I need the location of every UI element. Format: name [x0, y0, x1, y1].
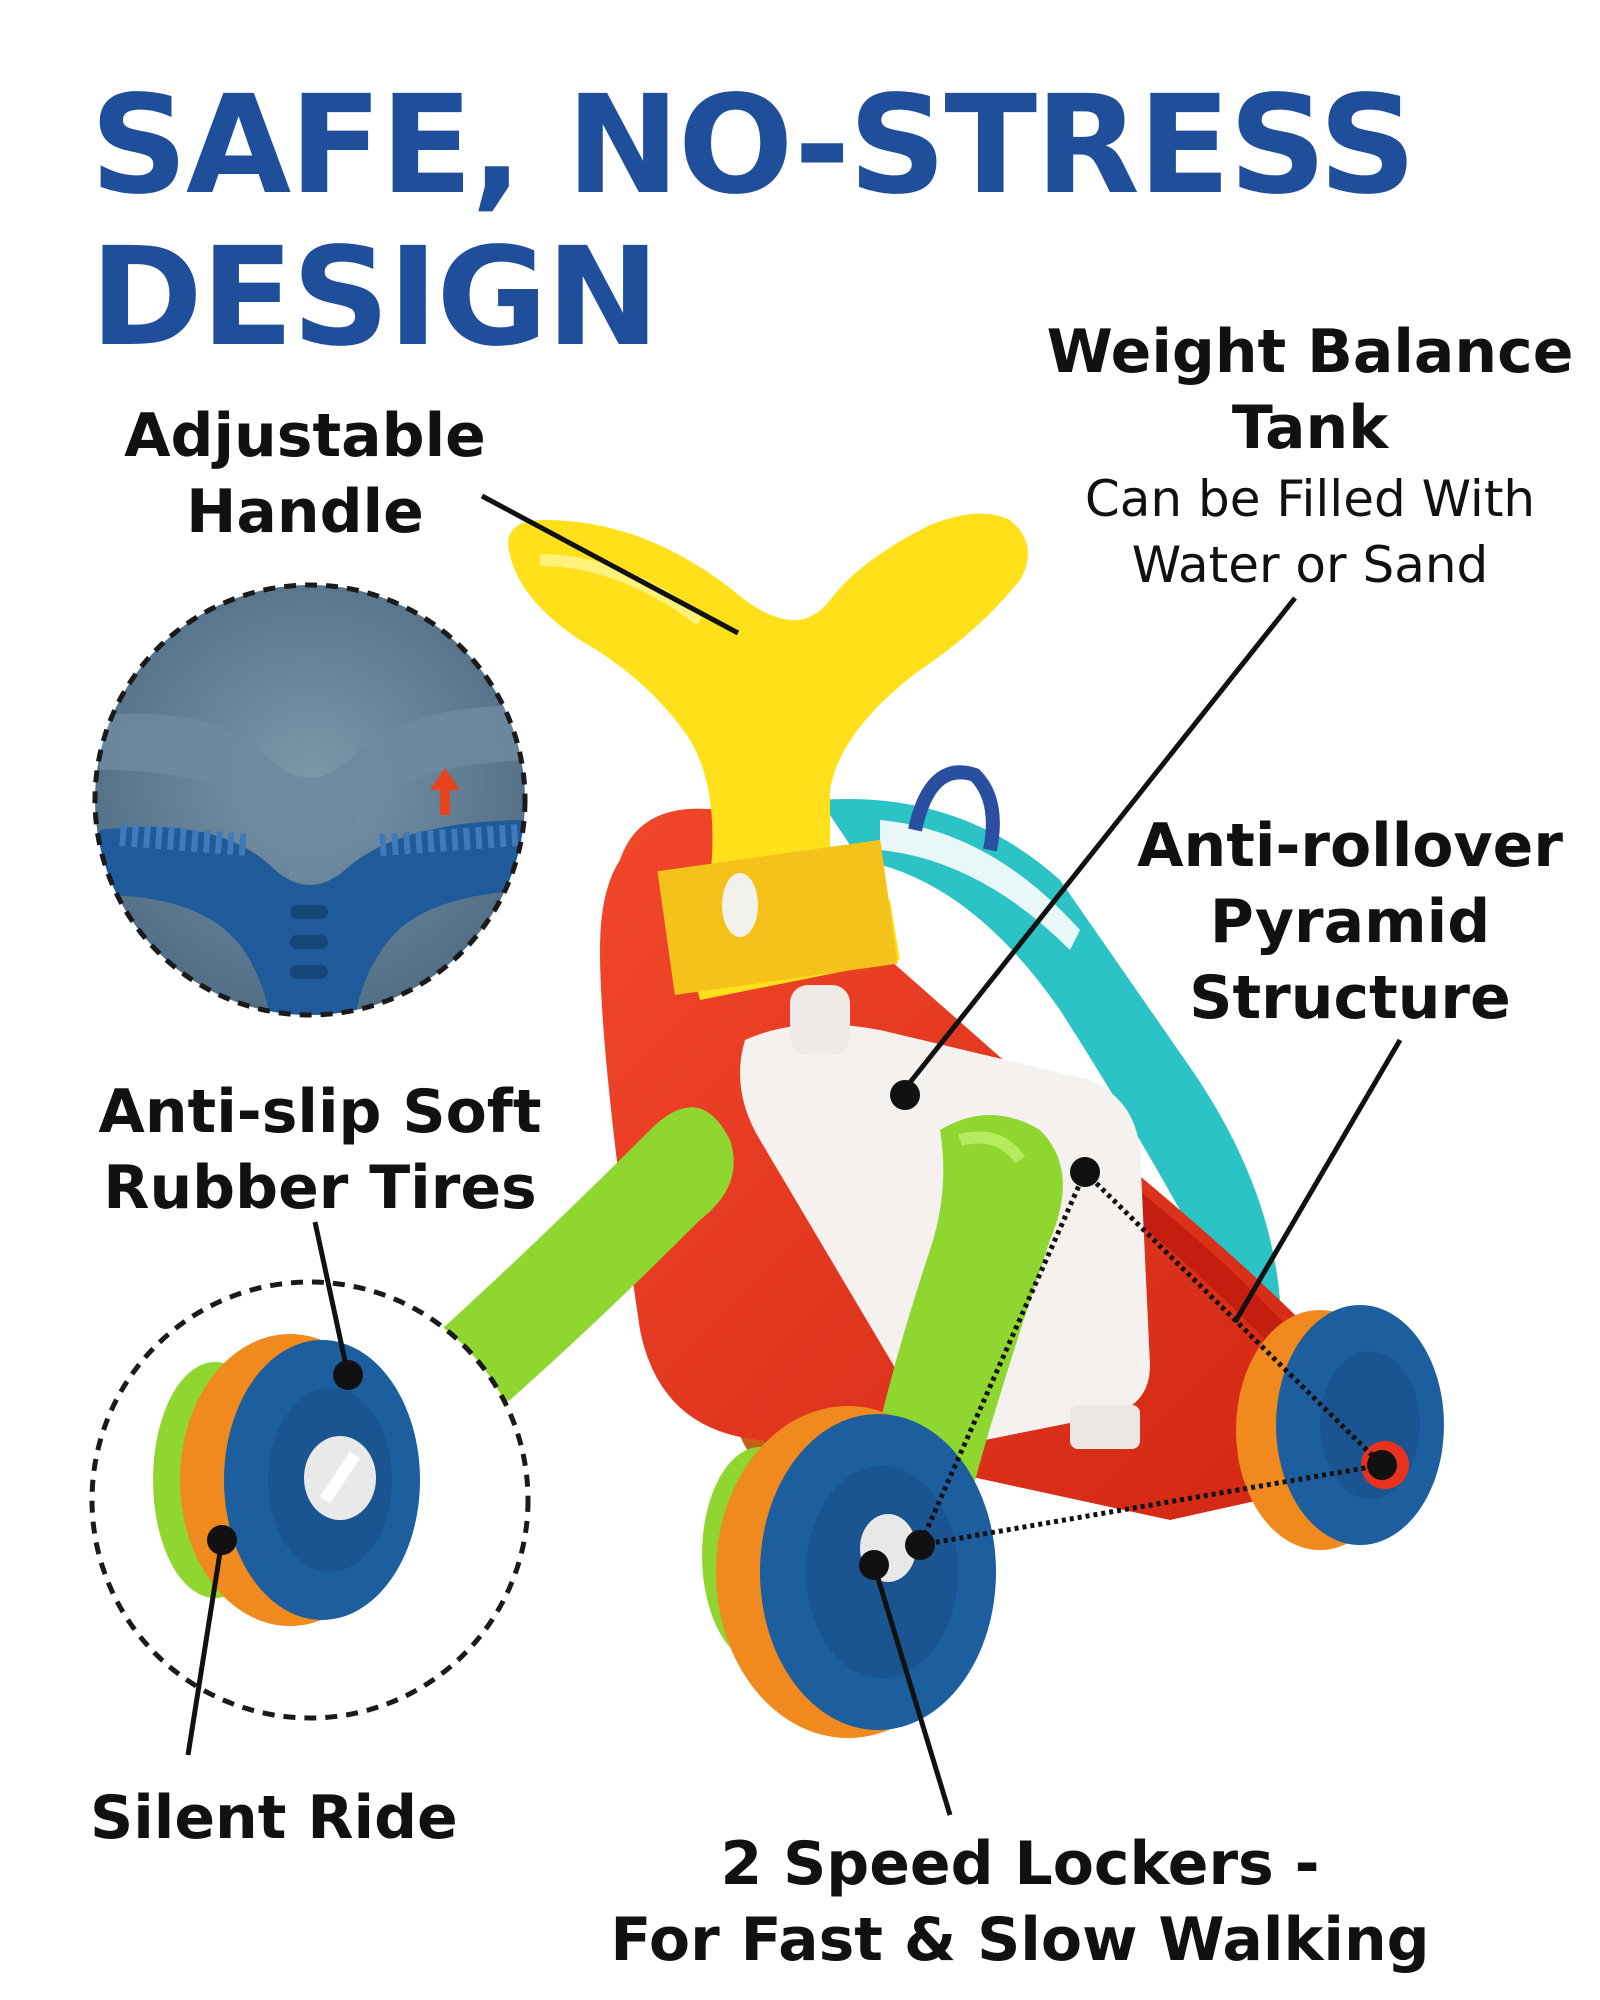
callout-tank-sub-1: Can be Filled With [1084, 470, 1536, 528]
walker-toy [430, 513, 1444, 1738]
headline: SAFE, NO-STRESS DESIGN [90, 67, 1417, 377]
callout-tires-line-1: Anti-slip Soft [98, 1077, 542, 1147]
callout-leader-lines [185, 493, 1403, 1816]
arrow-up-icon [430, 768, 460, 815]
callout-tires-line-2: Rubber Tires [103, 1153, 537, 1223]
front-left-wheel [702, 1406, 996, 1738]
leader-speed [871, 1564, 953, 1816]
handle-clamp [657, 839, 898, 995]
leader-anti-rollover [1232, 1038, 1403, 1324]
callout-speed-lockers: 2 Speed Lockers - For Fast & Slow Walkin… [590, 1826, 1450, 1978]
callout-anti-line-2: Pyramid [1209, 887, 1491, 957]
callout-anti-line-3: Structure [1189, 963, 1511, 1033]
headline-line-1: SAFE, NO-STRESS [90, 67, 1417, 225]
leader-handle [480, 493, 740, 636]
leader-tires [312, 1221, 351, 1376]
callout-anti-line-1: Anti-rollover [1137, 811, 1563, 881]
callout-handle-line-1: Adjustable [124, 401, 486, 471]
tank-cap [790, 985, 850, 1055]
callout-tank-line-2: Tank [1231, 393, 1389, 463]
panel-handle [908, 765, 1000, 852]
callout-handle-line-2: Handle [186, 477, 424, 547]
callout-anti-rollover: Anti-rollover Pyramid Structure [1110, 808, 1590, 1036]
callout-rubber-tires: Anti-slip Soft Rubber Tires [90, 1074, 550, 1226]
green-leg-back [430, 1107, 734, 1404]
leader-tank [898, 596, 1297, 1097]
handle-detail-inset [92, 582, 528, 1018]
wheel-detail-inset [89, 1279, 531, 1721]
front-right-wheel [1236, 1305, 1444, 1550]
callout-weight-balance-tank: Weight Balance Tank Can be Filled With W… [1030, 314, 1590, 598]
speed-locker-dotted-links [917, 1170, 1384, 1548]
headline-line-2: DESIGN [90, 219, 660, 377]
adjustable-handle [508, 513, 1028, 1000]
callout-tank-sub-2: Water or Sand [1131, 536, 1489, 594]
callout-adjustable-handle: Adjustable Handle [100, 398, 510, 550]
callout-tank-line-1: Weight Balance [1046, 317, 1574, 387]
callout-silent-line-1: Silent Ride [90, 1783, 458, 1853]
callout-silent-ride: Silent Ride [90, 1780, 490, 1856]
clamp-knob [722, 873, 758, 937]
callout-dots [207, 1080, 1397, 1580]
leader-silent [185, 1539, 225, 1756]
callout-speed-line-2: For Fast & Slow Walking [610, 1905, 1430, 1975]
callout-speed-line-1: 2 Speed Lockers - [720, 1829, 1320, 1899]
